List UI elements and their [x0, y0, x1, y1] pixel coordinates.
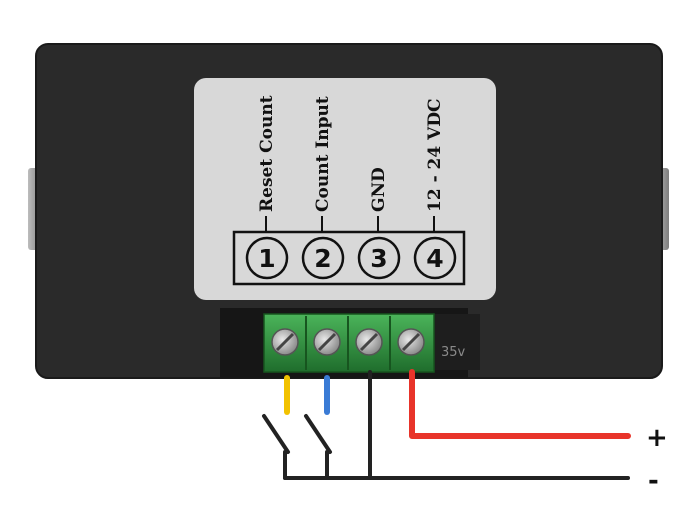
switch-count-icon — [304, 414, 332, 454]
terminal-numbers: 1 2 3 4 — [258, 244, 443, 273]
negative-sign: - — [648, 466, 659, 496]
terminal-number-circles — [245, 236, 457, 280]
terminal-number-3: 3 — [370, 244, 387, 273]
label-count-input: Count Input — [313, 96, 333, 212]
capacitor-marking: 35v — [441, 345, 466, 360]
capacitor: 35v — [434, 314, 480, 370]
terminal-number-2: 2 — [314, 244, 331, 273]
screw-icon — [271, 328, 299, 356]
screw-icon — [313, 328, 341, 356]
switch-reset-icon — [262, 414, 290, 454]
terminal-number-box — [232, 230, 466, 286]
terminal-number-4: 4 — [426, 244, 443, 273]
terminal-screws — [271, 328, 425, 356]
wiring — [283, 369, 631, 480]
label-gnd: GND — [369, 167, 389, 212]
label-reset-count: Reset Count — [257, 95, 277, 212]
screw-icon — [355, 328, 383, 356]
label-power: 12 - 24 VDC — [425, 98, 445, 212]
label-leader-lines — [265, 216, 435, 232]
label-panel — [194, 78, 496, 300]
terminal-number-1: 1 — [258, 244, 275, 273]
screw-icon — [397, 328, 425, 356]
positive-sign: + — [646, 423, 668, 453]
wire-positive — [409, 369, 631, 439]
terminal-labels: Reset Count Count Input GND 12 - 24 VDC — [257, 95, 445, 212]
